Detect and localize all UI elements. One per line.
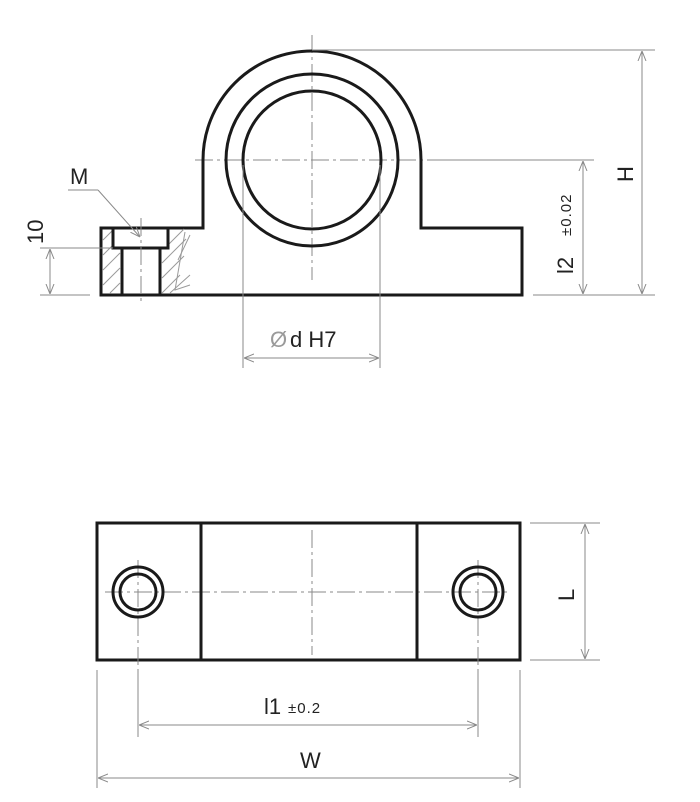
length-label: L (554, 589, 579, 601)
mounting-hole-right (451, 560, 505, 670)
center-height-label: l2 (553, 257, 578, 274)
thread-label: M (70, 164, 88, 189)
top-view: L l1 ±0.2 W (95, 521, 600, 788)
bushing-outer-circle (224, 72, 400, 248)
front-view: M 10 Ø d H7 H l2 ±0.02 (23, 35, 655, 368)
center-height-tolerance: ±0.02 (558, 194, 575, 236)
pitch-label: l1 (264, 694, 281, 719)
bore-label: d H7 (290, 327, 336, 352)
depth-label: 10 (23, 220, 48, 244)
diameter-symbol: Ø (270, 327, 287, 352)
thread-leader (97, 189, 140, 237)
mounting-hole-left (111, 560, 165, 670)
width-label: W (300, 748, 321, 773)
base-outline (95, 521, 522, 662)
height-label: H (613, 166, 638, 182)
pitch-tolerance: ±0.2 (288, 700, 321, 717)
bore-circle (241, 89, 383, 231)
housing-outline (99, 49, 524, 297)
counterbore-section (102, 218, 191, 305)
